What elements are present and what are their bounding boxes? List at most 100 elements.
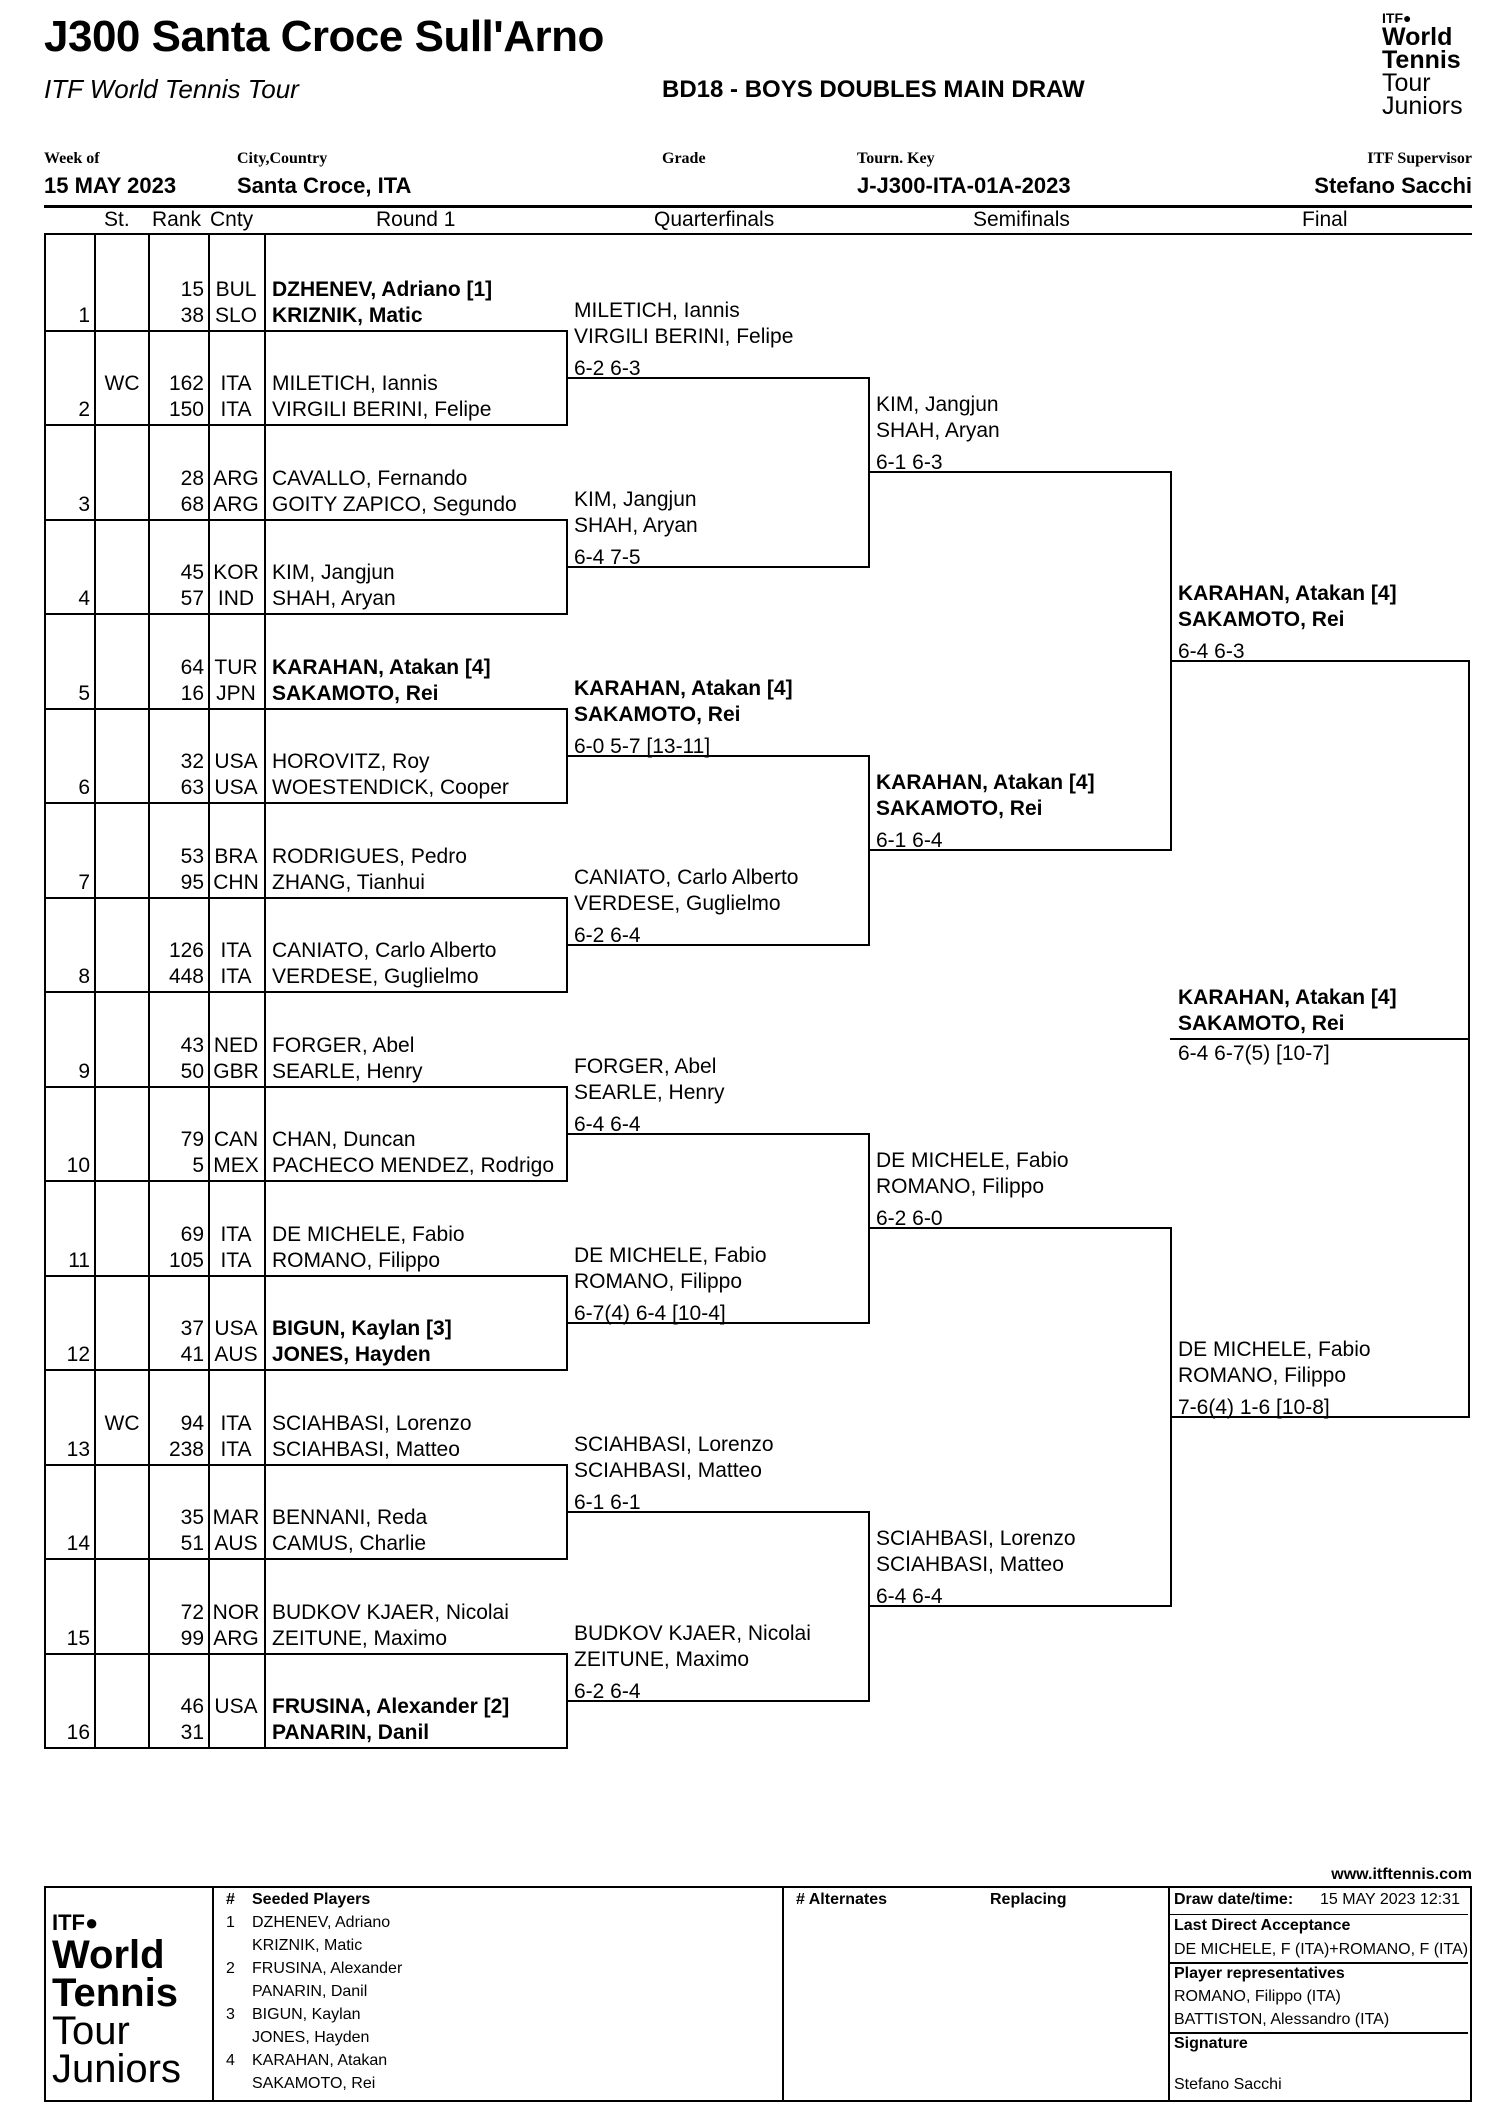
player-name: CAMUS, Charlie [272,1532,427,1555]
sf-score: 6-4 6-4 [876,1585,943,1609]
qf-score: 6-2 6-4 [574,1679,641,1703]
header-divider [44,205,1472,208]
sf-name: SAKAMOTO, Rei [876,797,1043,821]
player-rank: 41 [180,1343,204,1366]
sf-score: 6-1 6-3 [876,451,943,475]
player-rank: 51 [180,1532,204,1555]
seed-number: 2 [226,1960,235,1977]
qf-score: 6-1 6-1 [574,1490,641,1514]
qf-line [566,1321,868,1324]
draw-position: 16 [66,1721,90,1744]
player-rank: 35 [180,1506,204,1529]
player-rank: 50 [180,1059,204,1083]
player-name: ZEITUNE, Maximo [272,1626,448,1650]
player-country: ITA [220,398,252,421]
signature-value: Stefano Sacchi [1174,2076,1282,2093]
sf-name: SHAH, Aryan [876,419,1000,443]
entry-status: WC [104,1411,140,1435]
qf-line [566,1132,868,1135]
player-name: SCIAHBASI, Lorenzo [272,1411,472,1435]
player-rank: 150 [168,398,204,421]
player-rank: 64 [180,655,204,679]
player-name: BENNANI, Reda [272,1506,428,1529]
sf-connector [868,1132,870,1324]
draw-name: BD18 - BOYS DOUBLES MAIN DRAW [662,76,1085,103]
draw-position: 4 [78,587,90,610]
player-rank: 31 [180,1721,204,1744]
player-rank: 94 [180,1411,204,1435]
draw-position: 7 [78,870,90,894]
website-link[interactable]: www.itftennis.com [1331,1866,1472,1883]
sf-name: ROMANO, Filippo [876,1175,1045,1199]
seeded-player-name: FRUSINA, Alexander [252,1960,403,1977]
player-rank: 32 [180,750,204,773]
player-country: CAN [213,1128,259,1151]
qf-score: 6-0 5-7 [13-11] [574,734,711,758]
qf-score: 6-2 6-4 [574,923,641,947]
qf-connector [566,707,568,804]
qf-name: VERDESE, Guglielmo [574,891,781,915]
draw-line-14 [44,1558,566,1560]
draw-line-1 [44,329,566,332]
player-name: DZHENEV, Adriano [1] [272,277,493,301]
player-name: PACHECO MENDEZ, Rodrigo [272,1154,555,1177]
player-country: CHN [213,870,259,894]
player-rank: 162 [168,372,204,395]
col-semifinals: Semifinals [973,208,1070,231]
player-country: TUR [214,655,258,679]
winner-line [1170,1038,1468,1041]
final-connector [1170,471,1172,852]
draw-date-label: Draw date/time: [1174,1891,1294,1908]
player-name: RODRIGUES, Pedro [272,844,467,868]
alternates-title: # Alternates [796,1891,887,1908]
qf-name: VIRGILI BERINI, Felipe [574,324,794,348]
draw-position: 1 [78,303,90,327]
player-country: AUS [214,1343,258,1366]
sf-line [868,471,1170,474]
player-country: BRA [214,844,258,868]
final-connector [1170,1227,1172,1608]
draw-line-2 [44,424,566,426]
player-rank: 95 [180,870,204,894]
qf-line [566,565,868,568]
player-country: ITA [220,965,252,988]
qf-name: SAKAMOTO, Rei [574,702,741,726]
lda-value: DE MICHELE, F (ITA)+ROMANO, F (ITA) [1174,1941,1469,1958]
qf-name: BUDKOV KJAER, Nicolai [574,1621,811,1645]
player-rank: 238 [168,1437,204,1461]
draw-position: 3 [78,492,90,516]
ball-icon: ● [85,1910,99,1935]
player-rank: 5 [192,1154,204,1177]
seeded-players-title: Seeded Players [252,1891,371,1908]
tournament-title: J300 Santa Croce Sull'Arno [44,12,604,61]
qf-name: KIM, Jangjun [574,487,697,511]
seeded-player-name: BIGUN, Kaylan [252,2006,361,2023]
sf-score: 6-2 6-0 [876,1207,943,1231]
entry-status: WC [104,372,140,395]
draw-line-8 [44,991,566,993]
draw-date-value: 15 MAY 2023 12:31 [1320,1891,1460,1908]
seeded-player-name: KRIZNIK, Matic [252,1937,363,1954]
player-rank: 28 [180,466,204,490]
qf-connector [566,518,568,615]
qf-line [566,1699,868,1702]
qf-connector [566,1463,568,1560]
player-name: FORGER, Abel [272,1033,415,1057]
final-line [1170,660,1468,663]
qf-line [566,1510,868,1513]
player-rank: 53 [180,844,204,868]
player-name: PANARIN, Danil [272,1721,430,1744]
player-rank: 45 [180,561,204,584]
sf-line [868,1227,1170,1230]
player-country: ITA [220,1248,252,1272]
player-rank: 448 [168,965,204,988]
qf-name: ROMANO, Filippo [574,1269,743,1293]
player-rank: 99 [180,1626,204,1650]
player-country: AUS [214,1532,258,1555]
player-rank: 69 [180,1222,204,1246]
col-st: St. [104,208,130,231]
player-name: GOITY ZAPICO, Segundo [272,492,517,516]
seeded-player-name: JONES, Hayden [252,2029,370,2046]
col-quarterfinals: Quarterfinals [654,208,775,231]
replacing-title: Replacing [990,1891,1067,1908]
